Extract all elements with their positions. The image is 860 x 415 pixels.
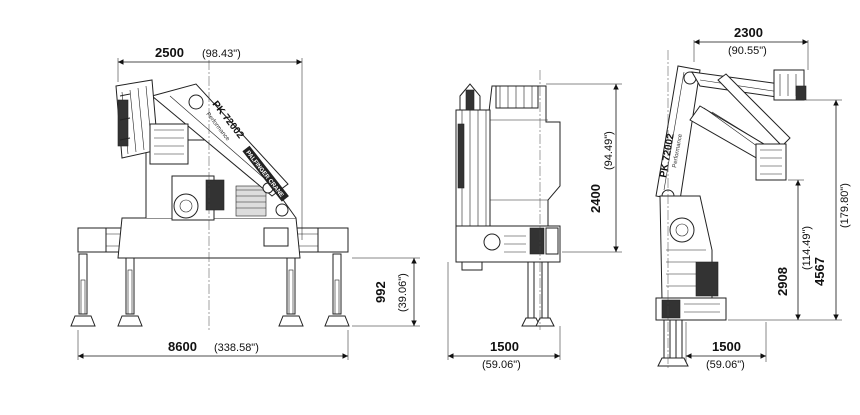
folded-dim-mid-height: 2908 (114.49")	[775, 179, 813, 320]
folded-top-reach-in: (90.55")	[728, 45, 767, 57]
folded-dim-base-width: 1500 (59.06")	[685, 322, 767, 371]
side-dim-height: 2400 (94.49")	[546, 83, 622, 253]
folded-top-reach-mm: 2300	[734, 25, 763, 40]
front-dim-outrigger-span: 8600 (338.58")	[77, 330, 349, 360]
folded-column	[659, 195, 719, 301]
front-dim-top-width: 2500 (98.43")	[117, 45, 303, 240]
folded-model-sub: Performance	[672, 133, 684, 169]
side-view	[455, 70, 561, 330]
front-top-width-in: (98.43")	[202, 48, 241, 60]
front-view: PK 72002 Performance PALFINGER CRANE	[70, 60, 350, 330]
front-base-height-in: (39.06")	[397, 273, 409, 312]
side-base-width-mm: 1500	[490, 339, 519, 354]
folded-mid-height-in: (114.49")	[801, 226, 813, 270]
front-jib-stack	[115, 79, 189, 165]
folded-view: PK 72002 Performance	[655, 50, 807, 368]
folded-base-width-mm: 1500	[712, 339, 741, 354]
front-leg-4	[324, 253, 350, 327]
side-base-width-in: (59.06")	[482, 359, 521, 371]
side-legs	[521, 261, 555, 327]
folded-second-boom	[691, 69, 807, 101]
front-base-height-mm: 992	[373, 281, 388, 303]
folded-mid-height-mm: 2908	[775, 267, 790, 296]
side-height-in: (94.49")	[603, 131, 615, 170]
front-leg-3	[278, 253, 304, 327]
front-top-width-mm: 2500	[155, 45, 184, 60]
side-height-mm: 2400	[588, 184, 603, 213]
front-dim-base-height: 992 (39.06")	[352, 257, 420, 327]
front-span-in: (338.58")	[214, 342, 259, 354]
folded-jib-arm	[689, 73, 791, 181]
folded-total-height-mm: 4567	[812, 257, 827, 286]
folded-dim-top-reach: 2300 (90.55")	[693, 25, 809, 70]
folded-dim-total-height: 4567 (179.80")	[728, 99, 851, 321]
side-base	[455, 225, 561, 271]
front-span-mm: 8600	[168, 339, 197, 354]
front-leg-2	[117, 253, 143, 327]
front-outrigger-legs	[70, 253, 350, 327]
folded-base-width-in: (59.06")	[706, 359, 745, 371]
front-leg-1	[70, 253, 96, 327]
side-dim-base-width: 1500 (59.06")	[447, 262, 561, 371]
folded-total-height-in: (179.80")	[839, 183, 851, 228]
folded-legs	[657, 319, 689, 367]
folded-base	[655, 297, 727, 321]
